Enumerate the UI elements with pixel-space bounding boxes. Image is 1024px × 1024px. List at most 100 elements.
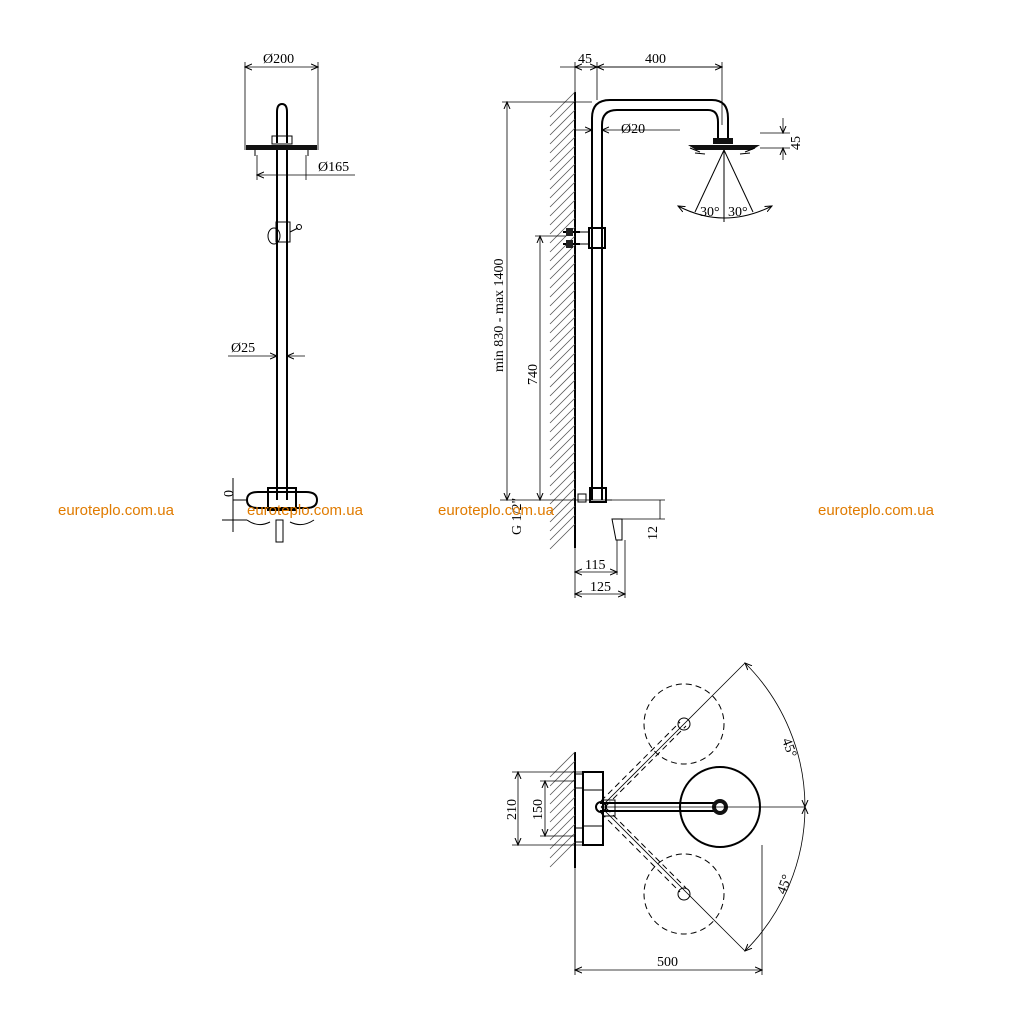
spray-angle-right: 30° bbox=[728, 205, 748, 220]
mixer-body-front bbox=[245, 491, 319, 509]
hatch-line bbox=[549, 307, 576, 334]
dim-width-210: 210 bbox=[505, 799, 520, 820]
hatch-line bbox=[549, 397, 576, 424]
watermark: euroteplo.com.ua bbox=[818, 502, 935, 519]
top-view: 210 150 45° 45° bbox=[505, 663, 805, 975]
hatch-line bbox=[549, 760, 576, 787]
dim-head-diameter: Ø200 bbox=[263, 52, 294, 67]
hatch-line bbox=[549, 787, 576, 814]
dim-arm-length: 400 bbox=[645, 52, 666, 67]
dim-inner-diameter: Ø165 bbox=[318, 160, 349, 175]
dim-reach: 500 bbox=[657, 955, 678, 970]
hatch-line bbox=[549, 460, 576, 487]
hatch-line bbox=[549, 325, 576, 352]
hatch-line bbox=[549, 841, 576, 868]
mixer-body-side bbox=[589, 487, 607, 503]
mixer-body-top bbox=[582, 771, 604, 846]
shower-arm-side bbox=[591, 99, 729, 500]
dim-mount-height: 740 bbox=[526, 364, 541, 385]
hatch-line bbox=[549, 424, 576, 451]
hatch-line bbox=[549, 154, 576, 181]
hatch-line bbox=[549, 109, 576, 136]
zero-mark: 0 bbox=[222, 490, 237, 497]
hatch-line bbox=[549, 496, 576, 523]
spout-front bbox=[275, 519, 284, 543]
hatch-line bbox=[549, 91, 576, 118]
dim-pipe-diameter: Ø25 bbox=[231, 341, 255, 356]
hatch-line bbox=[549, 172, 576, 199]
hatch-line bbox=[549, 190, 576, 217]
spray-nozzles bbox=[689, 147, 756, 155]
hatch-line bbox=[549, 316, 576, 343]
dim-depth-115: 115 bbox=[585, 558, 605, 573]
hatch-line bbox=[549, 361, 576, 388]
hatch-line bbox=[549, 208, 576, 235]
dim-head-height: 45 bbox=[789, 136, 804, 150]
hatch-line bbox=[549, 343, 576, 370]
side-view: 45 400 Ø20 45 30° 30° bbox=[492, 52, 804, 598]
hatch-line bbox=[549, 217, 576, 244]
hatch-line bbox=[549, 442, 576, 469]
hatch-line bbox=[549, 163, 576, 190]
hatch-line bbox=[549, 244, 576, 271]
hatch-line bbox=[549, 271, 576, 298]
hatch-line bbox=[549, 796, 576, 823]
hatch-line bbox=[549, 769, 576, 796]
shower-arm-front bbox=[276, 102, 288, 143]
hatch-line bbox=[549, 451, 576, 478]
hatch-line bbox=[549, 469, 576, 496]
hatch-line bbox=[549, 100, 576, 127]
hatch-line bbox=[549, 370, 576, 397]
watermark: euroteplo.com.ua bbox=[438, 502, 555, 519]
hatch-line bbox=[549, 487, 576, 514]
shower-head-side bbox=[688, 145, 760, 150]
watermark: euroteplo.com.ua bbox=[247, 502, 364, 519]
angle-lower: 45° bbox=[775, 873, 796, 897]
hatch-line bbox=[549, 289, 576, 316]
hatch-line bbox=[549, 406, 576, 433]
hatch-line bbox=[549, 334, 576, 361]
hatch-line bbox=[549, 181, 576, 208]
hatch-line bbox=[549, 127, 576, 154]
hatch-line bbox=[549, 751, 576, 778]
hatch-line bbox=[549, 379, 576, 406]
spout-side bbox=[611, 518, 623, 541]
hatch-line bbox=[549, 805, 576, 832]
hatch-line bbox=[549, 136, 576, 163]
hatch-line bbox=[549, 832, 576, 859]
thread-label: G 1/2" bbox=[510, 498, 525, 535]
hand-shower-holder bbox=[267, 227, 281, 245]
hatch-line bbox=[549, 415, 576, 442]
dim-arm-pipe: Ø20 bbox=[621, 122, 645, 137]
wall-hatch-top bbox=[549, 751, 576, 868]
dim-offset-top: 45 bbox=[578, 52, 592, 67]
hatch-line bbox=[549, 145, 576, 172]
hatch-line bbox=[549, 199, 576, 226]
rotated-head-upper bbox=[643, 683, 725, 765]
angle-upper: 45° bbox=[778, 736, 799, 760]
hatch-line bbox=[549, 262, 576, 289]
front-view: Ø200 Ø165 Ø25 0 bbox=[222, 52, 355, 543]
hatch-line bbox=[549, 280, 576, 307]
hatch-line bbox=[549, 505, 576, 532]
rotated-head-lower bbox=[643, 853, 725, 935]
watermark: euroteplo.com.ua bbox=[58, 502, 175, 519]
hatch-line bbox=[549, 388, 576, 415]
wall-hatch bbox=[549, 91, 576, 550]
hatch-line bbox=[549, 118, 576, 145]
hatch-line bbox=[549, 523, 576, 550]
hatch-line bbox=[549, 514, 576, 541]
hatch-line bbox=[549, 778, 576, 805]
dim-depth-125: 125 bbox=[590, 580, 611, 595]
shower-head-plate bbox=[246, 145, 317, 150]
watermarks: euroteplo.com.ua euroteplo.com.ua eurote… bbox=[58, 502, 935, 519]
hatch-line bbox=[549, 253, 576, 280]
hatch-line bbox=[549, 433, 576, 460]
spray-angle-left: 30° bbox=[700, 205, 720, 220]
hatch-line bbox=[549, 298, 576, 325]
dim-width-150: 150 bbox=[531, 799, 546, 820]
dim-mixer-height: 12 bbox=[646, 526, 661, 540]
hatch-line bbox=[549, 352, 576, 379]
dim-height-range: min 830 - max 1400 bbox=[492, 258, 507, 372]
